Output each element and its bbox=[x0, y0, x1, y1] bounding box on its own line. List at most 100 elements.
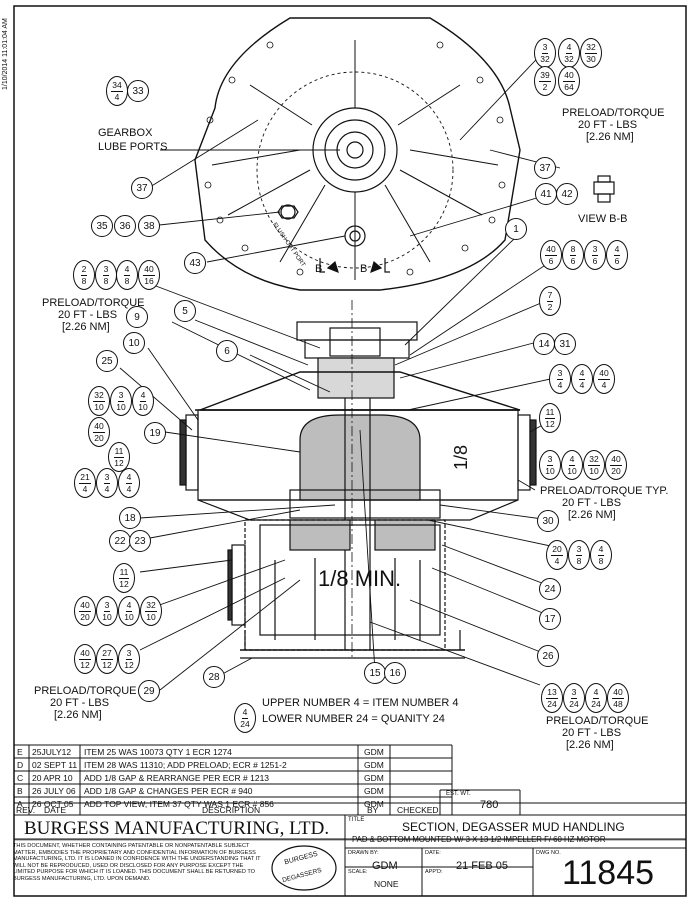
item-balloon: 41 bbox=[535, 183, 557, 205]
item-balloon: 16 bbox=[384, 662, 406, 684]
scale-value: NONE bbox=[374, 879, 399, 889]
title-label: TITLE bbox=[348, 817, 365, 823]
item-balloon: 23 bbox=[129, 530, 151, 552]
preload-left-3: [2.26 NM] bbox=[62, 321, 110, 333]
drawing-title-2: PAD & BOTTOM MOUNTED W/ 3 X 13 1/2 IMPEL… bbox=[352, 835, 606, 844]
section-view bbox=[179, 300, 537, 660]
burgess-logo-outline bbox=[271, 845, 337, 891]
revision-date: 02 SEPT 11 bbox=[32, 760, 78, 770]
preload-bottom-left-3: [2.26 NM] bbox=[54, 709, 102, 721]
revision-date: 20 APR 10 bbox=[32, 773, 73, 783]
company-name: BURGESS MANUFACTURING, LTD. bbox=[24, 818, 330, 839]
section-b-right: B bbox=[360, 263, 368, 275]
preload-right-typ-2: 20 FT - LBS bbox=[562, 497, 622, 509]
leader-lines bbox=[119, 44, 566, 691]
item-balloon: 9 bbox=[126, 306, 148, 328]
preload-right-typ-3: [2.26 NM] bbox=[568, 509, 616, 521]
item-balloon: 17 bbox=[539, 608, 561, 630]
rev-header: REV. bbox=[16, 805, 36, 815]
revision-by: GDM bbox=[364, 747, 384, 757]
view-bb-label: VIEW B-B bbox=[578, 213, 628, 225]
appd-label: APP'D: bbox=[425, 869, 443, 875]
checked-header: CHECKED bbox=[397, 805, 439, 815]
item-balloon: 15 bbox=[364, 662, 386, 684]
est-wt-value: 780 bbox=[480, 799, 499, 811]
date-label: DATE: bbox=[425, 850, 441, 856]
item-balloon: 24 bbox=[539, 578, 561, 600]
revision-by: GDM bbox=[364, 786, 384, 796]
revision-date: 25JULY12 bbox=[32, 747, 72, 757]
item-balloon: 35 bbox=[91, 215, 113, 237]
item-balloon: 22 bbox=[109, 530, 131, 552]
item-balloon: 18 bbox=[119, 507, 141, 529]
item-balloon: 25 bbox=[96, 350, 118, 372]
revision-by: GDM bbox=[364, 799, 384, 809]
gap-lower-label: 1/8 MIN. bbox=[318, 566, 402, 591]
legend-line-1: UPPER NUMBER 4 = ITEM NUMBER 4 bbox=[262, 697, 459, 709]
item-balloon: 38 bbox=[138, 215, 160, 237]
revision-desc: ADD TOP VIEW, ITEM 37 QTY WAS 1 ECR # 85… bbox=[84, 799, 274, 809]
drawn-by-value: GDM bbox=[372, 860, 398, 872]
item-balloon: 31 bbox=[554, 333, 576, 355]
gearbox-lube-label-1: GEARBOX bbox=[98, 127, 153, 139]
item-balloon: 29 bbox=[138, 680, 160, 702]
revision-desc: ITEM 25 WAS 10073 QTY 1 ECR 1274 bbox=[84, 747, 232, 757]
preload-right-typ-1: PRELOAD/TORQUE TYP. bbox=[540, 485, 669, 497]
item-balloon: 14 bbox=[533, 333, 555, 355]
scale-label: SCALE: bbox=[348, 869, 368, 875]
date-header: DATE bbox=[44, 805, 67, 815]
revision-desc: ADD 1/8 GAP & CHANGES PER ECR # 940 bbox=[84, 786, 253, 796]
revision-header: REV. DATE DESCRIPTION BY CHECKED bbox=[14, 803, 458, 816]
revision-desc: ADD 1/8 GAP & REARRANGE PER ECR # 1213 bbox=[84, 773, 270, 783]
revision-rev: A bbox=[17, 799, 23, 809]
item-balloon: 19 bbox=[144, 422, 166, 444]
revision-desc: ITEM 28 WAS 11310; ADD PRELOAD; ECR # 12… bbox=[84, 760, 287, 770]
item-balloon: 30 bbox=[537, 510, 559, 532]
preload-bottom-right-1: PRELOAD/TORQUE bbox=[546, 715, 649, 727]
revision-date: 26 OCT 05 bbox=[32, 799, 74, 809]
revision-by: GDM bbox=[364, 760, 384, 770]
preload-bottom-right-3: [2.26 NM] bbox=[566, 739, 614, 751]
item-balloon: 26 bbox=[537, 645, 559, 667]
item-balloon: 1 bbox=[505, 218, 527, 240]
preload-bottom-left-1: PRELOAD/TORQUE bbox=[34, 685, 137, 697]
sheet-border bbox=[13, 5, 687, 897]
item-balloon: 37 bbox=[534, 157, 556, 179]
